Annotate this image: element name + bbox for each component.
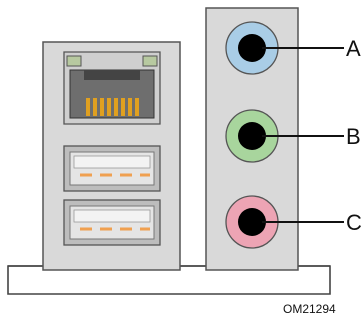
rj45-contacts xyxy=(86,98,139,116)
lan-activity-led xyxy=(66,55,82,67)
usb-port-upper xyxy=(63,145,161,192)
callout-label-b: B xyxy=(346,124,361,149)
callout-label-a: A xyxy=(346,36,361,61)
audio-jack-stack xyxy=(205,7,299,271)
audio-jack-green xyxy=(225,109,279,163)
figure-id: OM21294 xyxy=(283,302,336,316)
audio-jack-pink xyxy=(225,195,279,249)
rj45-lan-port xyxy=(63,51,161,125)
usb-port-lower xyxy=(63,199,161,246)
callout-label-c: C xyxy=(346,210,362,235)
lan-link-led xyxy=(142,55,158,67)
audio-jack-blue xyxy=(225,21,279,75)
lan-usb-stack xyxy=(42,41,181,271)
